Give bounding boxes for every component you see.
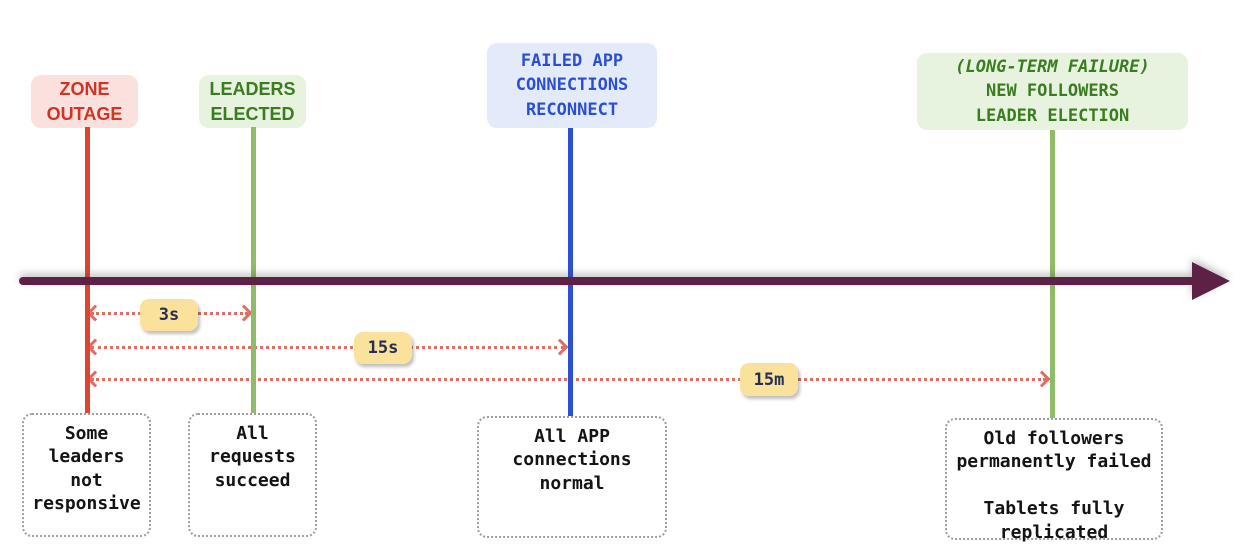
desc-box-old-followers-permanently-failed: Old followers permanently failed Tablets… [945, 418, 1163, 543]
event-tag-label: FAILED APP CONNECTIONS RECONNECT [515, 50, 629, 120]
timeline-axis-bar [19, 277, 1197, 285]
duration-badge-label: 15m [753, 369, 785, 390]
duration-arrow-15s [91, 346, 564, 349]
event-tag-label: NEW FOLLOWERS LEADER ELECTION [975, 81, 1130, 126]
desc-text: Some leaders not responsive [32, 423, 141, 515]
desc-box-all-app-connections-normal: All APP connections normal [477, 416, 667, 538]
event-tag-label: LEADERS ELECTED [209, 79, 296, 124]
desc-box-some-leaders-not-responsive: Some leaders not responsive [22, 413, 151, 537]
desc-text: Old followers permanently failed Tablets… [956, 428, 1152, 543]
event-line-leaders-elected [251, 127, 256, 414]
event-tag-zone-outage: ZONE OUTAGE [31, 75, 138, 128]
duration-badge-3s: 3s [140, 299, 198, 331]
duration-badge-15s: 15s [354, 332, 412, 364]
duration-badge-label: 3s [158, 305, 180, 325]
desc-text: All APP connections normal [512, 426, 632, 494]
timeline-arrowhead-icon [1192, 262, 1230, 300]
event-line-new-followers-leader-election [1050, 130, 1055, 419]
event-tag-long-term-failure-new-followers-leader-election: (LONG-TERM FAILURE) NEW FOLLOWERS LEADER… [917, 53, 1188, 130]
duration-badge-15m: 15m [740, 363, 798, 396]
event-tag-label-italic: (LONG-TERM FAILURE) [955, 56, 1150, 77]
desc-text: All requests succeed [209, 423, 296, 491]
desc-box-all-requests-succeed: All requests succeed [188, 413, 317, 537]
event-tag-failed-app-connections-reconnect: FAILED APP CONNECTIONS RECONNECT [487, 43, 657, 128]
event-tag-label: ZONE OUTAGE [46, 79, 123, 124]
duration-badge-label: 15s [367, 338, 399, 358]
event-line-zone-outage [85, 127, 90, 414]
event-tag-leaders-elected: LEADERS ELECTED [199, 75, 306, 128]
event-line-failed-app-connections-reconnect [568, 128, 573, 417]
